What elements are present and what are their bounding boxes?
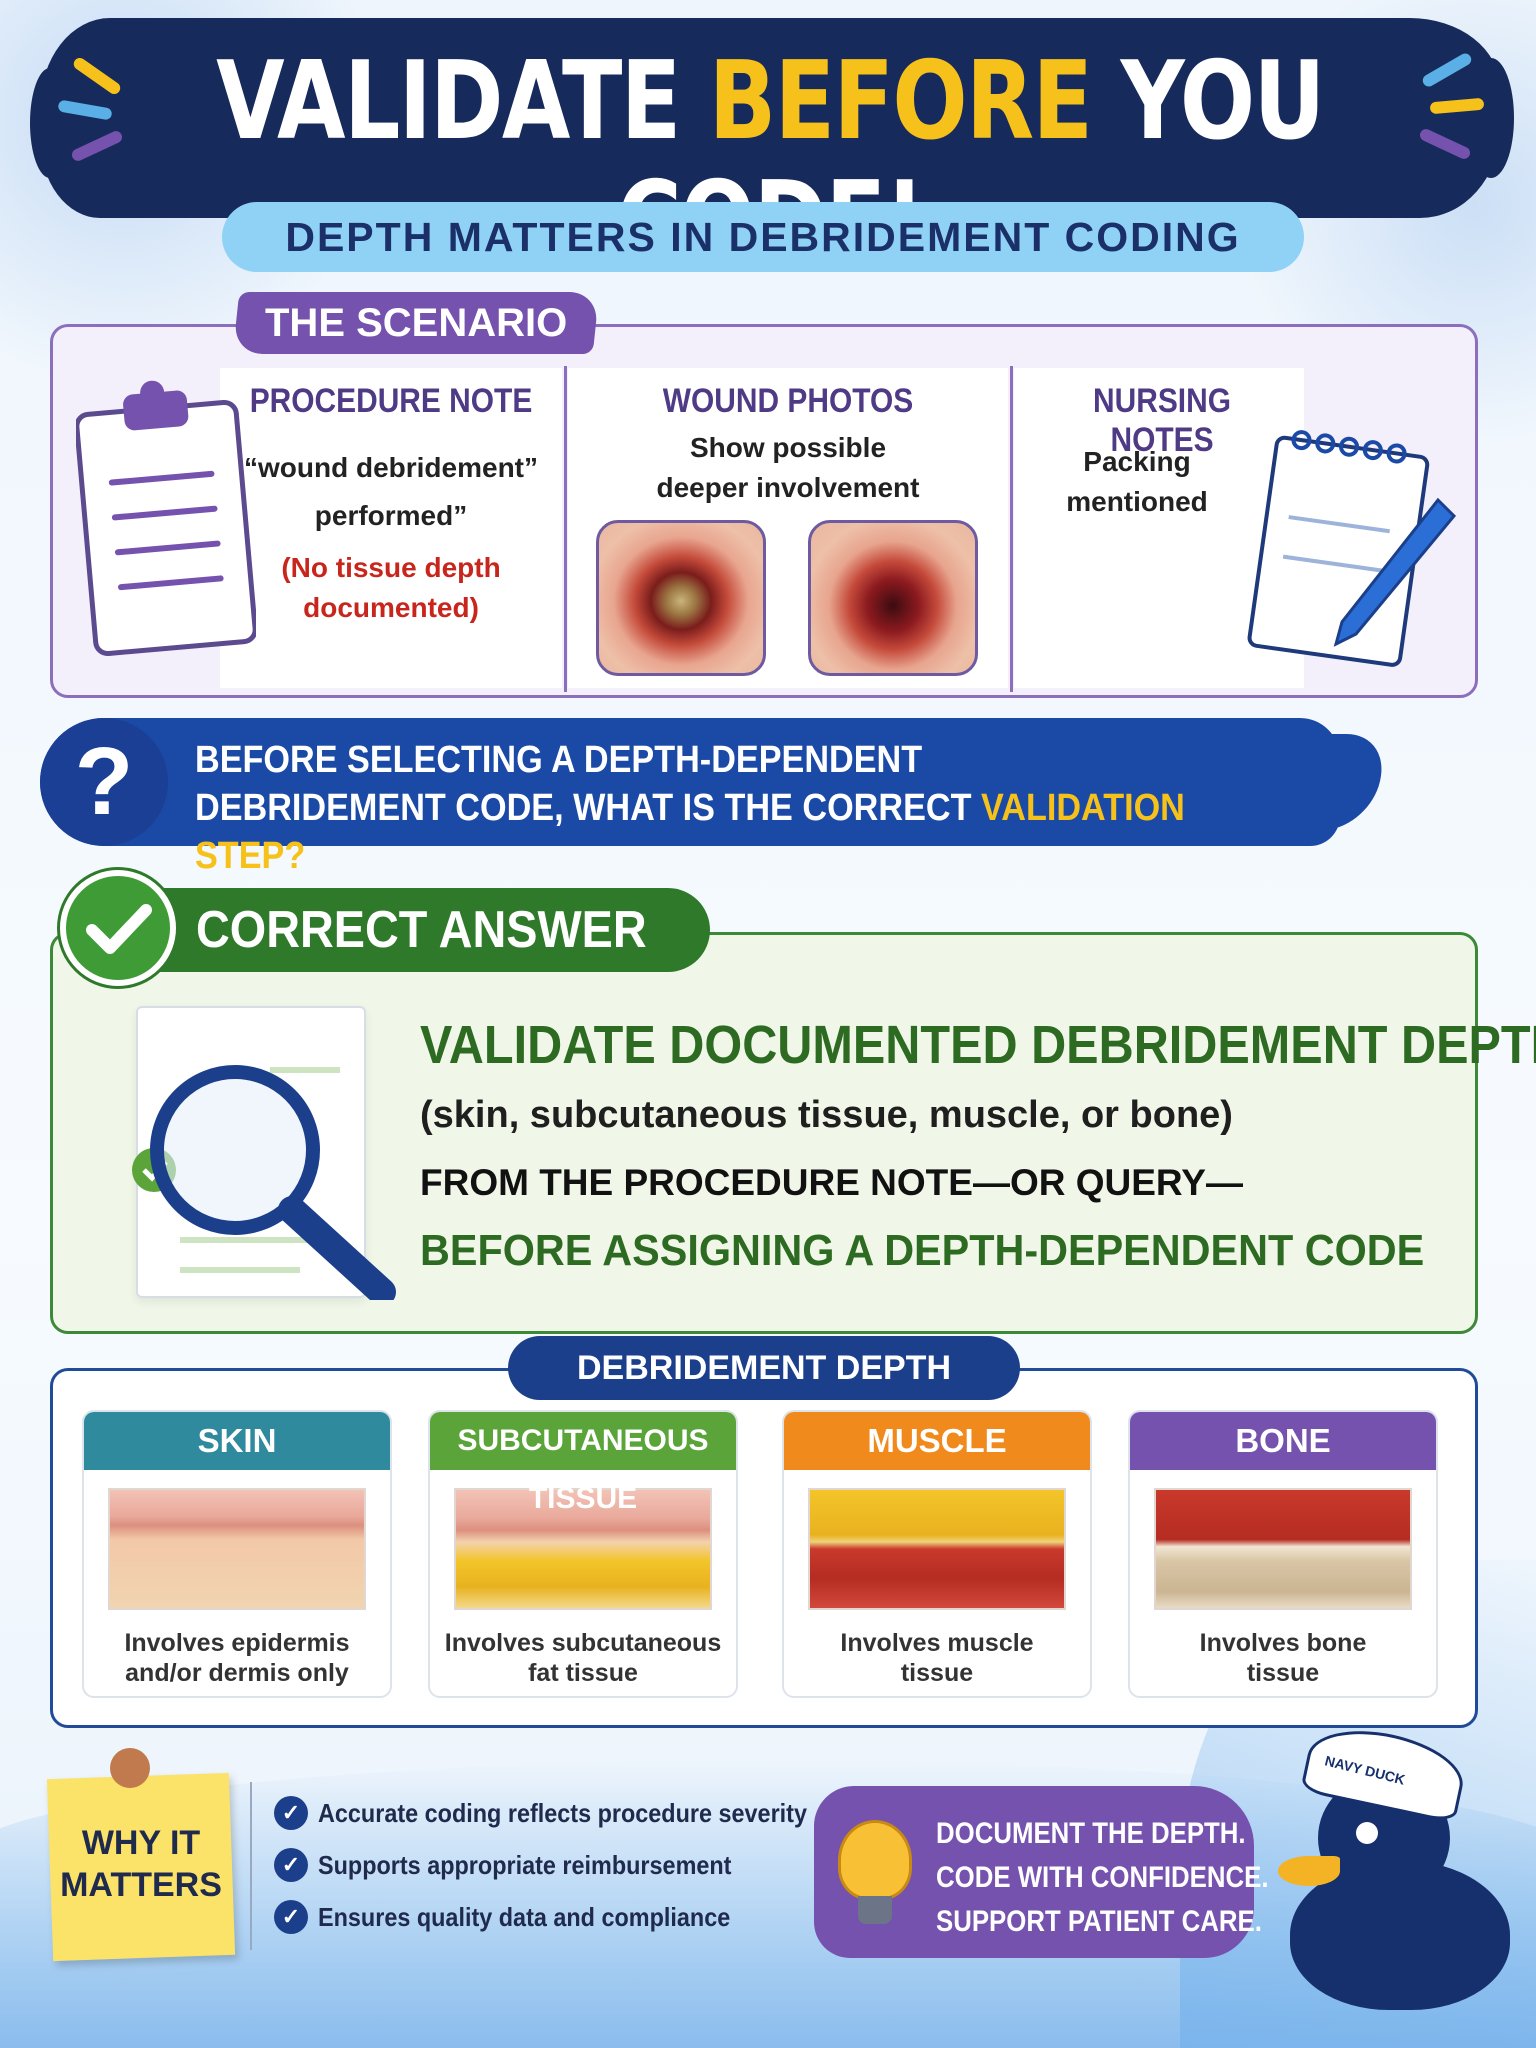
subcutaneous-illustration	[454, 1488, 712, 1610]
lightbulb-base	[858, 1896, 892, 1924]
title-banner	[30, 18, 1514, 218]
notepad-icon	[1247, 430, 1457, 667]
procedure-note-warning-2: documented)	[303, 592, 479, 623]
procedure-note-warning-1: (No tissue depth	[281, 552, 501, 583]
procedure-note-text-1: “wound debridement”	[244, 452, 538, 483]
procedure-note-column	[220, 368, 562, 688]
column-divider	[1010, 366, 1013, 692]
depth-card-title: BONE	[1130, 1412, 1436, 1470]
duck-eye	[1356, 1822, 1378, 1844]
check-circle-icon: ✓	[274, 1848, 308, 1883]
nursing-notes-text-1: Packing	[1083, 446, 1191, 477]
magnifier-icon	[132, 1065, 396, 1300]
depth-card-title: MUSCLE	[784, 1412, 1090, 1470]
separator-line	[250, 1782, 252, 1950]
wound-photos-text-1: Show possible	[689, 432, 887, 463]
benefit-item: ✓Accurate coding reflects procedure seve…	[274, 1796, 861, 1831]
bone-illustration	[1154, 1488, 1412, 1610]
check-circle-icon: ✓	[274, 1900, 308, 1935]
muscle-illustration	[808, 1488, 1066, 1610]
check-icon	[60, 870, 176, 986]
nursing-notes-text-2: mentioned	[1066, 486, 1208, 517]
skin-illustration	[108, 1488, 366, 1610]
title-part-1: VALIDATE	[216, 39, 709, 164]
check-circle-icon: ✓	[274, 1796, 308, 1831]
question-line-2: DEBRIDEMENT CODE, WHAT IS THE CORRECT VA…	[195, 787, 1185, 877]
answer-heading: VALIDATE DOCUMENTED DEBRIDEMENT DEPTH	[420, 1015, 1536, 1075]
wound-photos-heading: WOUND PHOTOS	[662, 382, 914, 420]
title-highlight: BEFORE	[708, 39, 1093, 164]
question-banner	[40, 718, 1340, 846]
question-mark-icon: ?	[40, 718, 168, 846]
wound-photos-text-2: deeper involvement	[656, 472, 920, 503]
answer-source: FROM THE PROCEDURE NOTE—OR QUERY—	[420, 1162, 1243, 1203]
depth-card-title: SKIN	[84, 1412, 390, 1470]
depth-card-subcutaneous: SUBCUTANEOUS TISSUE Involves subcutaneou…	[428, 1410, 738, 1698]
answer-action: BEFORE ASSIGNING A DEPTH-DEPENDENT CODE	[420, 1226, 1425, 1275]
lightbulb-icon	[838, 1820, 912, 1900]
column-divider	[564, 366, 567, 692]
subtitle-pill: DEPTH MATTERS IN DEBRIDEMENT CODING	[222, 202, 1304, 272]
duck-beak	[1278, 1856, 1340, 1886]
wound-photo-1	[596, 520, 766, 676]
question-line-1: BEFORE SELECTING A DEPTH-DEPENDENT	[195, 739, 923, 781]
procedure-note-text-2: performed”	[314, 500, 468, 531]
question-text: BEFORE SELECTING A DEPTH-DEPENDENT DEBRI…	[195, 736, 1221, 880]
nursing-notes-heading: NURSING NOTES	[1093, 382, 1231, 459]
pushpin-icon	[110, 1748, 150, 1788]
answer-tab-label: CORRECT ANSWER	[196, 901, 647, 959]
depth-card-title: SUBCUTANEOUS TISSUE	[430, 1412, 736, 1515]
scenario-tab: THE SCENARIO	[232, 292, 600, 354]
promo-text: DOCUMENT THE DEPTH.CODE WITH CONFIDENCE.…	[936, 1817, 1269, 1938]
benefit-item: ✓Ensures quality data and compliance	[274, 1900, 776, 1935]
clipboard-icon	[76, 380, 256, 657]
depth-options-tab: DEBRIDEMENT DEPTH OPTIONS	[508, 1336, 1020, 1451]
answer-tissue-list: (skin, subcutaneous tissue, muscle, or b…	[420, 1094, 1233, 1136]
procedure-note-heading: PROCEDURE NOTE	[249, 382, 533, 420]
wound-photo-2	[808, 520, 978, 676]
benefit-item: ✓Supports appropriate reimbursement	[274, 1848, 777, 1883]
